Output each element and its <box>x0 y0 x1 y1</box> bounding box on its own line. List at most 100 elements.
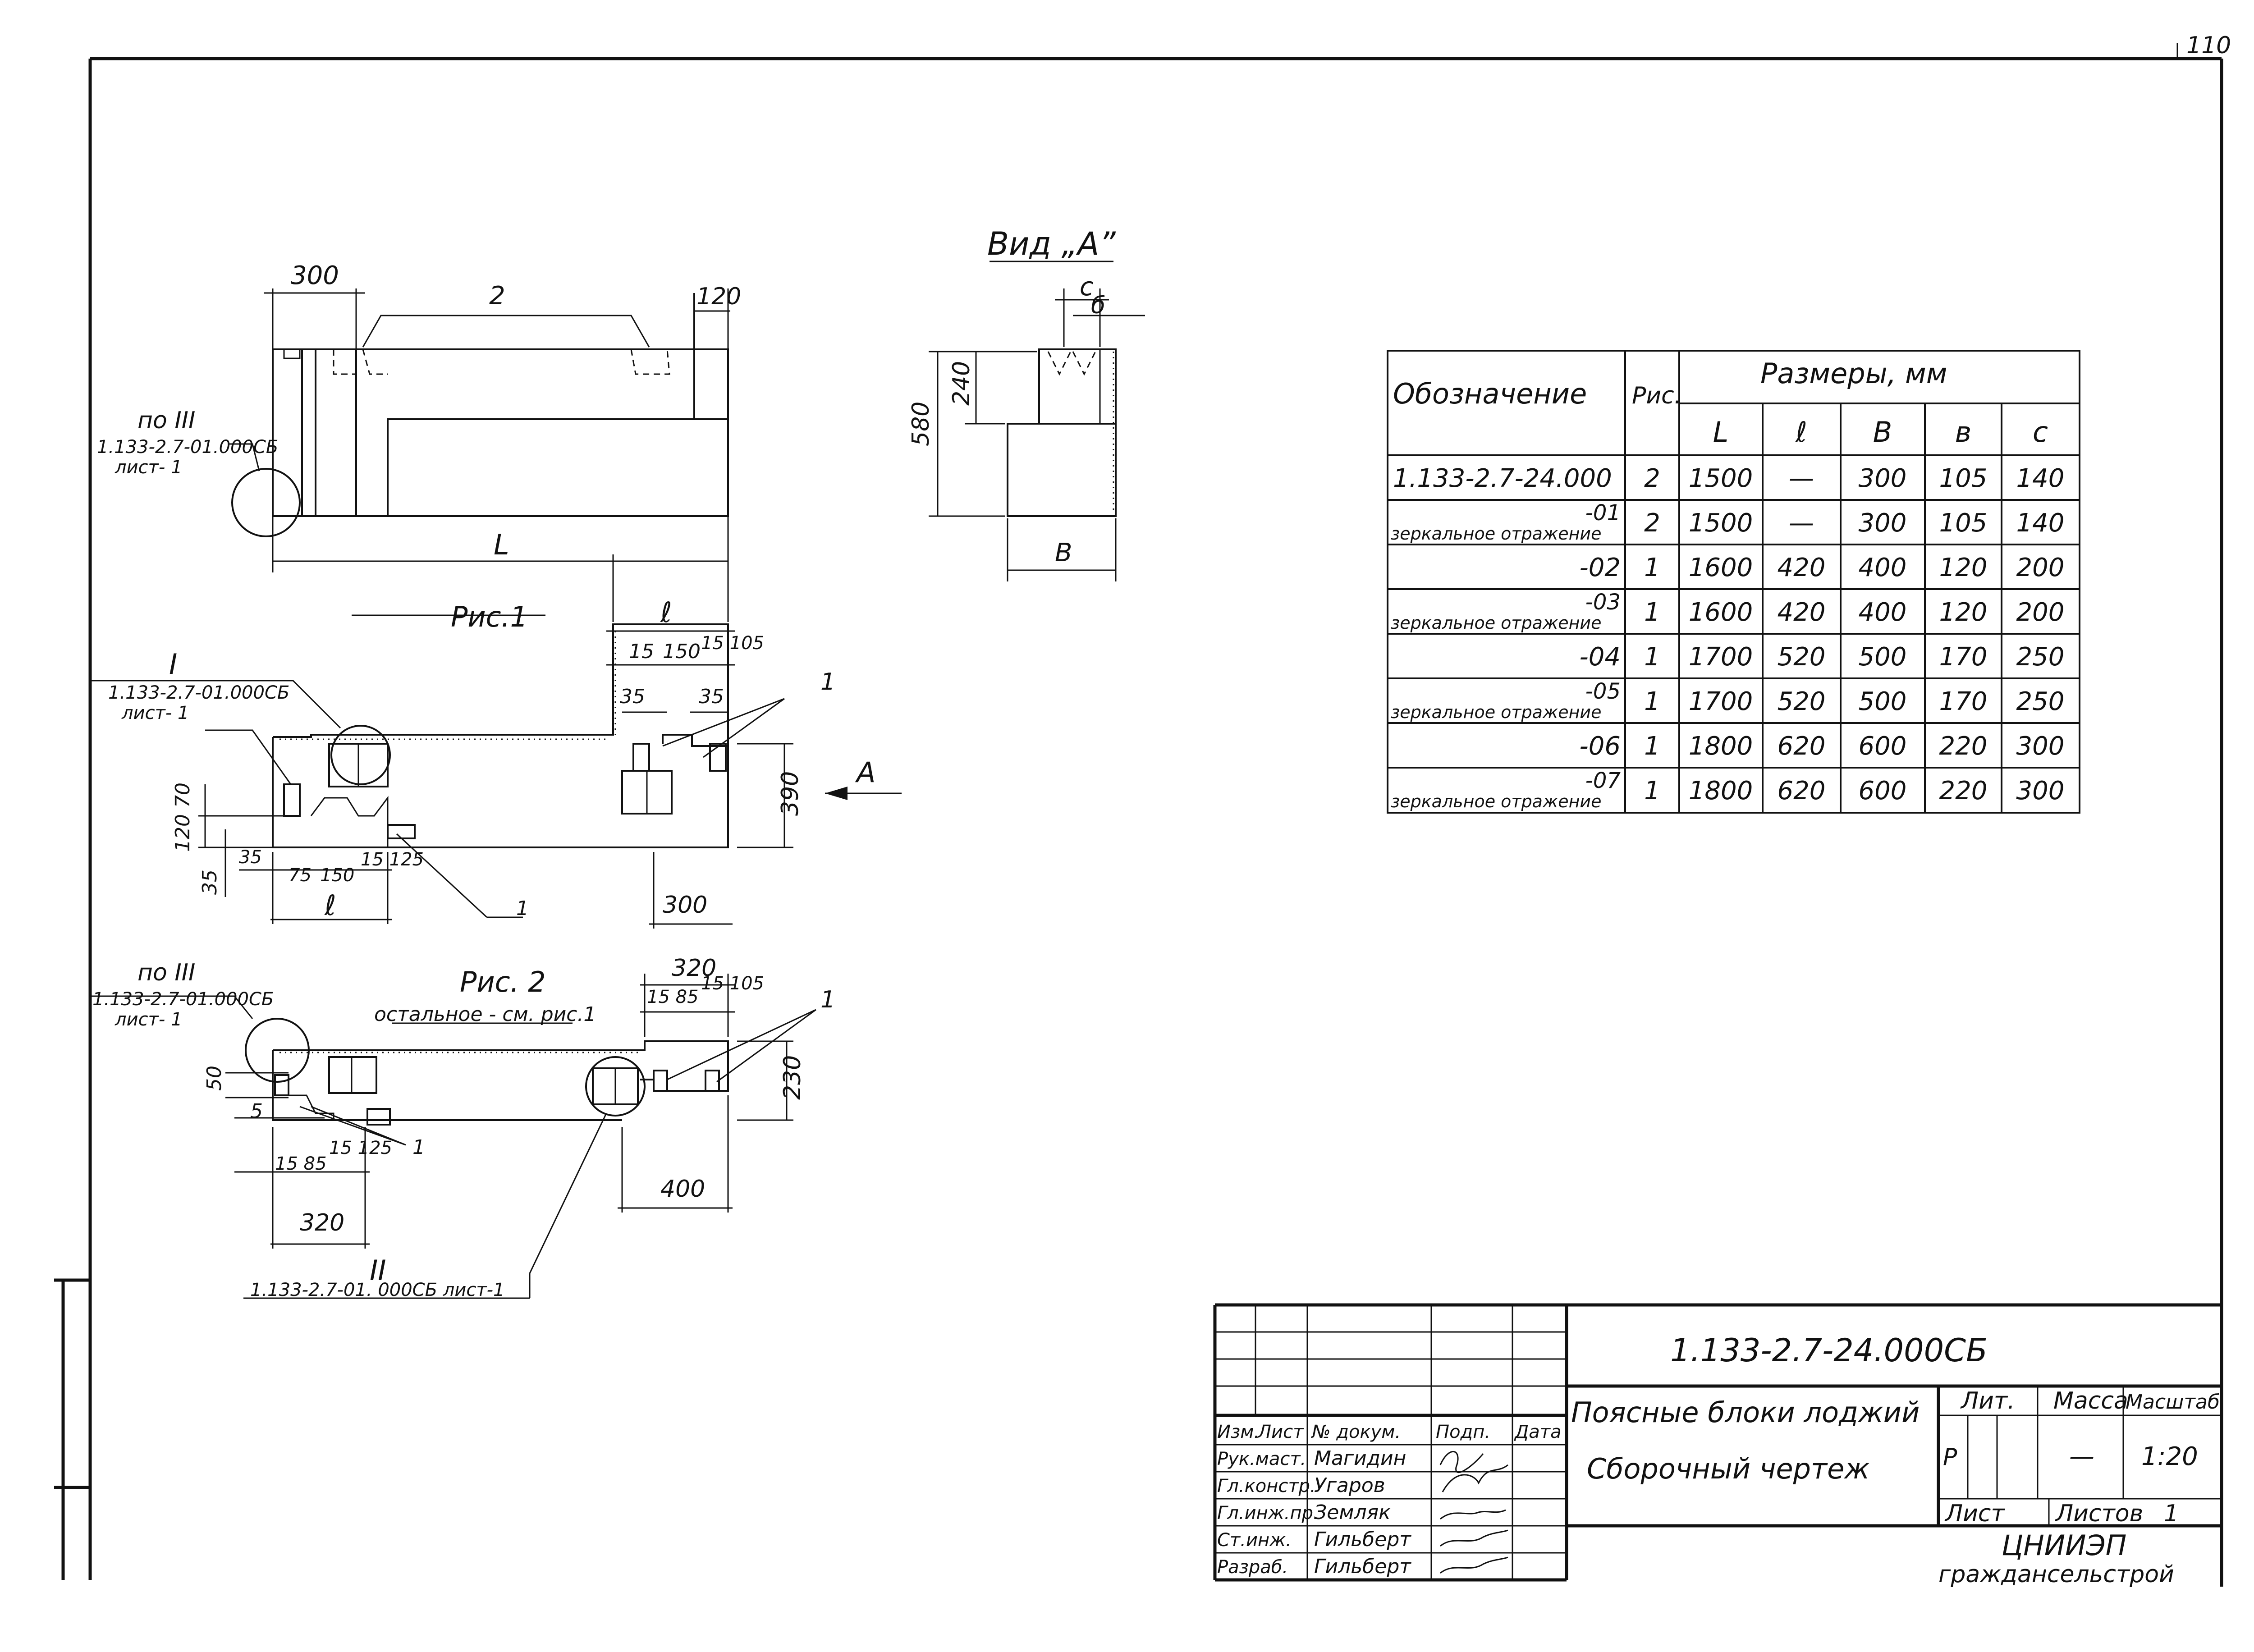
sheets-value: 1 <box>2164 1500 2179 1527</box>
fig2-node-II: II <box>370 1254 386 1287</box>
table-row-cell: 250 <box>2016 687 2065 716</box>
fig2-dim-50: 50 <box>203 1066 226 1091</box>
table-row-cell: 420 <box>1778 553 1826 582</box>
table-row-cell: 300 <box>1859 508 1907 538</box>
view-a <box>929 261 1145 581</box>
table-row-cell: 300 <box>2016 732 2065 761</box>
table-row-cell: 1600 <box>1689 553 1753 582</box>
title-block <box>1213 1303 2222 1582</box>
hdr-izm: Изм. <box>1217 1422 1260 1442</box>
fig1-dim-75: 75 <box>289 865 312 886</box>
scale-value: 1:20 <box>2141 1442 2198 1471</box>
table-row-cell: 520 <box>1778 642 1826 672</box>
fig2-label-1: 1 <box>820 986 835 1013</box>
table-row-cell: 600 <box>1859 732 1907 761</box>
fig1-dim-35a: 35 <box>620 685 645 708</box>
fig1-node-I: I <box>169 648 177 681</box>
table-row-cell: 220 <box>1939 732 1988 761</box>
top-view <box>228 288 730 572</box>
fig1-arrow-A: А <box>855 756 875 789</box>
table-row-fig: 1 <box>1644 732 1660 761</box>
table-row-designation: -02 <box>1580 553 1621 582</box>
fig2-dim-15-85b: 15 85 <box>275 1153 327 1174</box>
doc-name-line1: Поясные блоки лоджий <box>1571 1396 1920 1429</box>
fig2-ref-sheet: лист- 1 <box>115 1009 182 1030</box>
table-row-note: зеркальное отражение <box>1391 524 1602 544</box>
fig1-ref-sheet: лист- 1 <box>121 703 189 723</box>
table-row-cell: 105 <box>1939 508 1988 538</box>
table-row-cell: 600 <box>1859 776 1907 805</box>
sheets-label: Листов <box>2055 1500 2143 1527</box>
doc-name-line2: Сборочный чертеж <box>1587 1452 1869 1485</box>
hdr-date: Дата <box>1514 1422 1562 1442</box>
table-row-cell: 170 <box>1939 642 1988 672</box>
table-row-cell: 400 <box>1859 598 1907 627</box>
fig1-dim-300: 300 <box>663 892 707 919</box>
hdr-list: Лист <box>1257 1422 1304 1442</box>
title-roles: Рук.маст.МагидинГл.констр.УгаровГл.инж.п… <box>1217 1447 1411 1578</box>
table-row-fig: 1 <box>1644 687 1660 716</box>
fig1-label-1-b: 1 <box>516 897 529 920</box>
fig1-dim-35c: 35 <box>198 869 221 895</box>
table-row-designation: -06 <box>1580 732 1621 761</box>
table-row-cell: 220 <box>1939 776 1988 805</box>
view-a-title: Вид „А” <box>987 225 1116 262</box>
title-role: Гл.констр. <box>1217 1476 1316 1496</box>
top-view-label-2: 2 <box>489 281 505 311</box>
table-row-cell: 1800 <box>1689 732 1753 761</box>
fig1-label-1: 1 <box>820 668 835 696</box>
top-view-dim-120: 120 <box>696 283 741 310</box>
fig2-dim-320-bottom: 320 <box>300 1209 344 1236</box>
title-role: Рук.маст. <box>1217 1449 1306 1469</box>
table-row-cell: 500 <box>1859 642 1907 672</box>
top-view-dim-300: 300 <box>291 261 339 290</box>
fig2-dim-15-85: 15 85 <box>647 987 699 1007</box>
view-a-dim-width: В <box>1055 538 1072 567</box>
table-row-designation: -04 <box>1580 642 1621 672</box>
table-row-designation: -05 <box>1585 679 1621 704</box>
top-view-ref-doc: 1.133-2.7-01.000СБ <box>97 437 278 458</box>
fig1-dim-35d: 35 <box>239 847 262 868</box>
title-role: Ст.инж. <box>1217 1530 1292 1551</box>
table-row-cell: 520 <box>1778 687 1826 716</box>
table-row-cell: 300 <box>2016 776 2065 805</box>
fig1-dim-12070: 120 70 <box>171 783 194 852</box>
title-name: Земляк <box>1314 1501 1391 1524</box>
fig1-dim-150: 150 <box>663 640 701 663</box>
table-col-designation: Обозначение <box>1393 377 1587 410</box>
sheet-frame <box>54 43 2223 1587</box>
lit-label: Лит. <box>1960 1387 2015 1414</box>
org-line2: граждансельстрой <box>1938 1561 2174 1588</box>
fig2-dim-320-top: 320 <box>672 955 716 982</box>
table-row-cell: 170 <box>1939 687 1988 716</box>
hdr-sign: Подп. <box>1436 1422 1490 1442</box>
table-row-cell: 120 <box>1939 598 1988 627</box>
view-a-dim-c: с <box>1080 272 1094 302</box>
mass-label: Масса <box>2053 1387 2128 1414</box>
table-row-cell: 1500 <box>1689 464 1753 493</box>
table-row-cell: 620 <box>1778 776 1826 805</box>
fig1-dim-15-105: 15 105 <box>701 633 764 654</box>
table-subheader: L <box>1713 416 1729 448</box>
scale-label: Масштаб <box>2126 1391 2220 1414</box>
table-row-cell: 500 <box>1859 687 1907 716</box>
hdr-doc: № докум. <box>1311 1422 1401 1442</box>
mass-value: — <box>2069 1442 2094 1471</box>
title-role: Гл.инж.пр. <box>1217 1503 1319 1524</box>
fig1-dim-15: 15 <box>629 640 654 663</box>
top-view-dim-L: L <box>494 528 509 561</box>
sizes-table <box>1387 350 2080 814</box>
title-name: Гильберт <box>1314 1555 1411 1578</box>
fig2-ref: по III <box>137 959 195 986</box>
sheet-label: Лист <box>1944 1500 2005 1527</box>
fig2-dim-230: 230 <box>779 1055 806 1100</box>
doc-number: 1.133-2.7-24.000СБ <box>1670 1332 1988 1369</box>
table-row-cell: 1700 <box>1689 642 1753 672</box>
title-role: Разраб. <box>1217 1557 1288 1578</box>
table-row-note: зеркальное отражение <box>1391 702 1602 722</box>
table-row-note: зеркальное отражение <box>1391 792 1602 811</box>
table-row-cell: 250 <box>2016 642 2065 672</box>
table-row-designation: -01 <box>1585 500 1621 526</box>
